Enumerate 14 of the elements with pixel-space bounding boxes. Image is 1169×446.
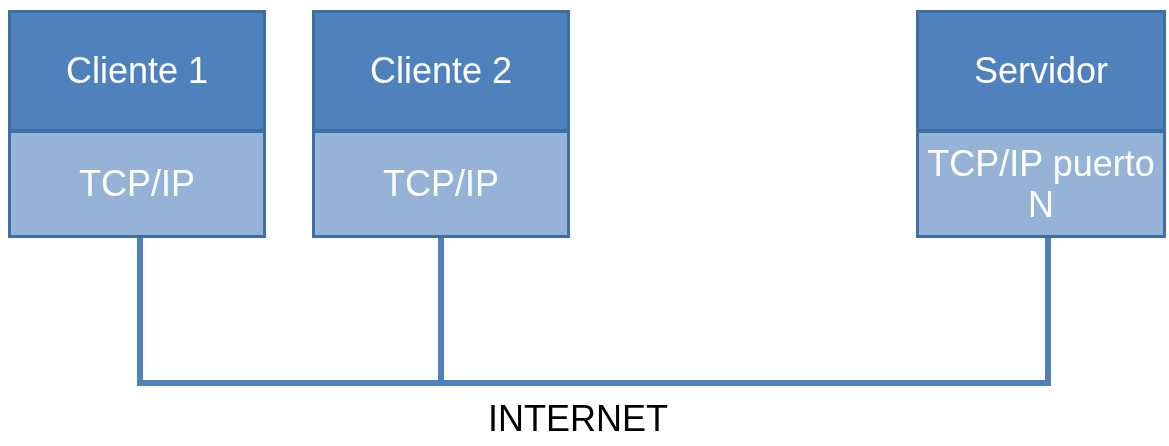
protocol-box: [8, 130, 266, 238]
protocol-box: [312, 130, 570, 238]
box-label: TCP/IP: [383, 163, 499, 205]
box-label: TCP/IP puerto N: [926, 142, 1156, 226]
network-line: [438, 238, 1051, 386]
network-label: INTERNET: [488, 398, 668, 440]
host-box: [916, 10, 1166, 132]
box-label: TCP/IP: [79, 163, 195, 205]
box-label: Servidor: [973, 50, 1109, 92]
host-box: [312, 10, 570, 132]
protocol-box: [916, 130, 1166, 238]
box-label: Cliente 2: [369, 50, 513, 92]
host-box: [8, 10, 266, 132]
box-label: Cliente 1: [65, 50, 209, 92]
